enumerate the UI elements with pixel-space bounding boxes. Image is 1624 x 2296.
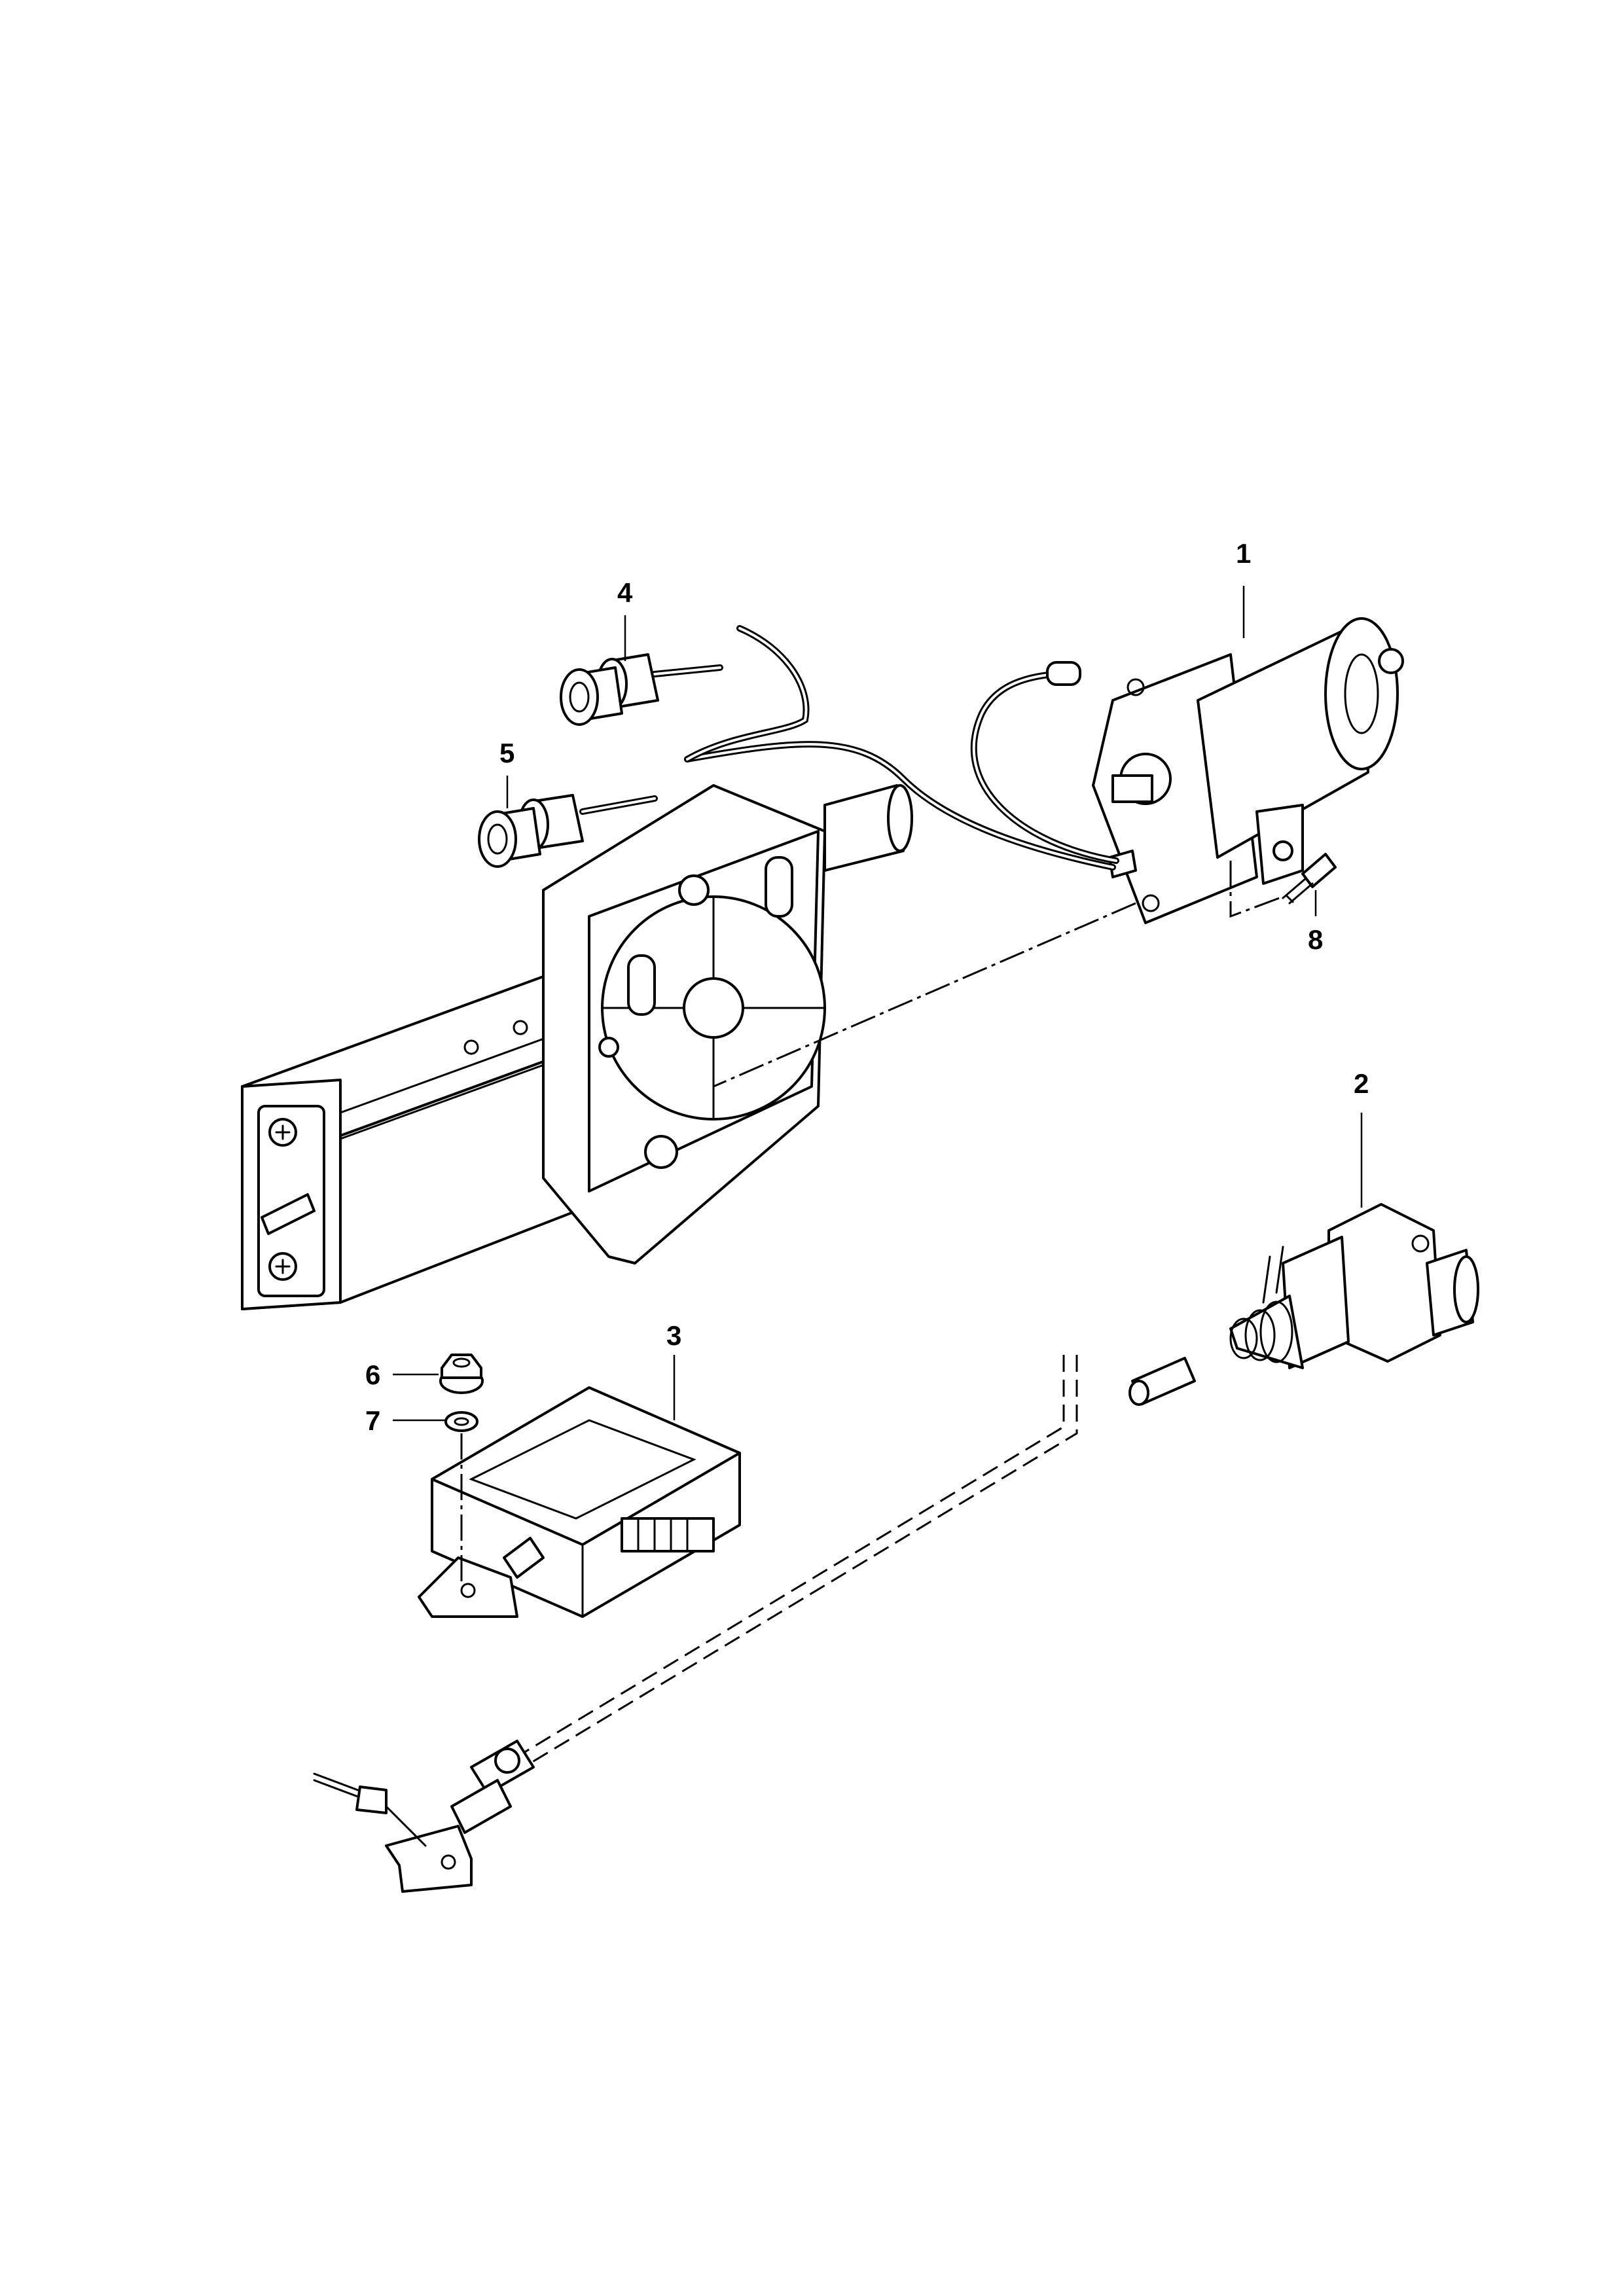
motor-part-1 [970,617,1404,924]
linkage-rod-inner [523,1355,1078,1768]
assembly-line-motor [713,902,1136,1088]
callout-8: 8 [1308,924,1323,955]
lock-housing [241,784,913,1310]
assembly-line-screw [1229,861,1284,918]
connector-part-5 [478,794,658,868]
callout-7: 7 [365,1405,380,1436]
callout-1: 1 [1236,538,1251,569]
linkage-end-fitting [313,1740,535,1893]
callout-3: 3 [666,1320,681,1351]
callout-6: 6 [365,1359,380,1390]
linkage-rod [510,1355,1065,1762]
leader-lines [393,586,1363,1422]
washer-part-7 [444,1411,478,1432]
nut-part-6 [439,1354,484,1394]
callout-5: 5 [499,738,514,768]
callout-2: 2 [1354,1068,1369,1099]
connector-part-4 [560,653,723,726]
screw-part-8 [1282,853,1337,905]
control-unit-part-3 [418,1386,741,1618]
callout-4: 4 [617,577,633,608]
wire-harness [684,625,1116,870]
actuator-part-2 [1128,1203,1479,1406]
